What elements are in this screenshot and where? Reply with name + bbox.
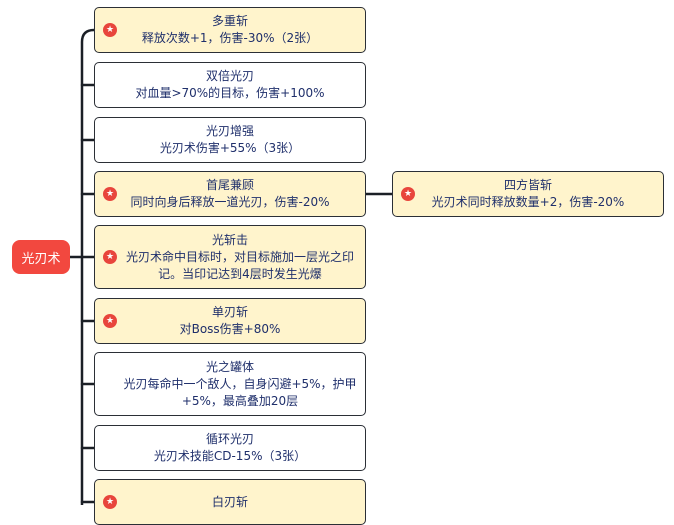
subtopic-node[interactable]: ★ 光斩击光刃术命中目标时，对目标施加一层光之印记。当印记达到4层时发生光爆 [94, 225, 366, 289]
star-badge-icon: ★ [103, 23, 117, 37]
trunk-line [80, 28, 96, 505]
node-desc: 释放次数+1，伤害-30%（2张） [141, 31, 319, 45]
subtopic-node[interactable]: ★ 单刃斩对Boss伤害+80% [94, 298, 366, 344]
subtopic-node[interactable]: 光刃增强光刃术伤害+55%（3张） [94, 117, 366, 163]
subtopic-node[interactable]: 双倍光刃对血量>70%的目标，伤害+100% [94, 62, 366, 108]
node-title: 单刃斩 [211, 305, 248, 319]
subtopic-node[interactable]: ★ 白刃斩 [94, 479, 366, 525]
node-title: 四方皆斩 [503, 178, 552, 192]
star-badge-icon: ★ [401, 187, 415, 201]
star-badge-icon: ★ [103, 250, 117, 264]
subtopic-node[interactable]: ★ 首尾兼顾同时向身后释放一道光刃，伤害-20% [94, 171, 366, 217]
subtopic-node[interactable]: ★ 多重斩释放次数+1，伤害-30%（2张） [94, 7, 366, 53]
node-title: 多重斩 [211, 14, 248, 28]
node-desc: 同时向身后释放一道光刃，伤害-20% [130, 195, 330, 209]
node-title: 光斩击 [211, 232, 248, 247]
star-badge-icon: ★ [103, 187, 117, 201]
root-topic-label: 光刃术 [21, 251, 61, 267]
node-title: 白刃斩 [211, 494, 248, 509]
node-title: 首尾兼顾 [205, 178, 254, 192]
subtopic-node[interactable]: 循环光刃光刃术技能CD-15%（3张） [94, 425, 366, 471]
star-badge-icon: ★ [103, 314, 117, 328]
root-topic[interactable]: 光刃术 [12, 240, 70, 274]
star-badge-icon: ★ [103, 495, 117, 509]
node-desc: 光刃术伤害+55%（3张） [159, 141, 301, 155]
connector-lines [68, 28, 394, 505]
node-desc: 对Boss伤害+80% [179, 322, 281, 336]
node-desc: 光刃术技能CD-15%（3张） [153, 449, 307, 463]
node-title: 光刃增强 [205, 124, 254, 138]
node-desc: 光刃术同时释放数量+2，伤害-20% [431, 195, 625, 209]
node-desc: 光刃每命中一个敌人，自身闪避+5%，护甲+5%，最高叠加20层 [123, 376, 357, 408]
subtopic-node[interactable]: 光之罐体光刃每命中一个敌人，自身闪避+5%，护甲+5%，最高叠加20层 [94, 352, 366, 416]
node-title: 双倍光刃 [205, 69, 254, 83]
subtopic-child-node[interactable]: ★ 四方皆斩 光刃术同时释放数量+2，伤害-20% [392, 171, 664, 217]
node-title: 循环光刃 [205, 432, 254, 446]
node-title: 光之罐体 [205, 359, 254, 374]
node-desc: 对血量>70%的目标，伤害+100% [135, 86, 325, 100]
node-desc: 光刃术命中目标时，对目标施加一层光之印记。当印记达到4层时发生光爆 [125, 249, 354, 281]
